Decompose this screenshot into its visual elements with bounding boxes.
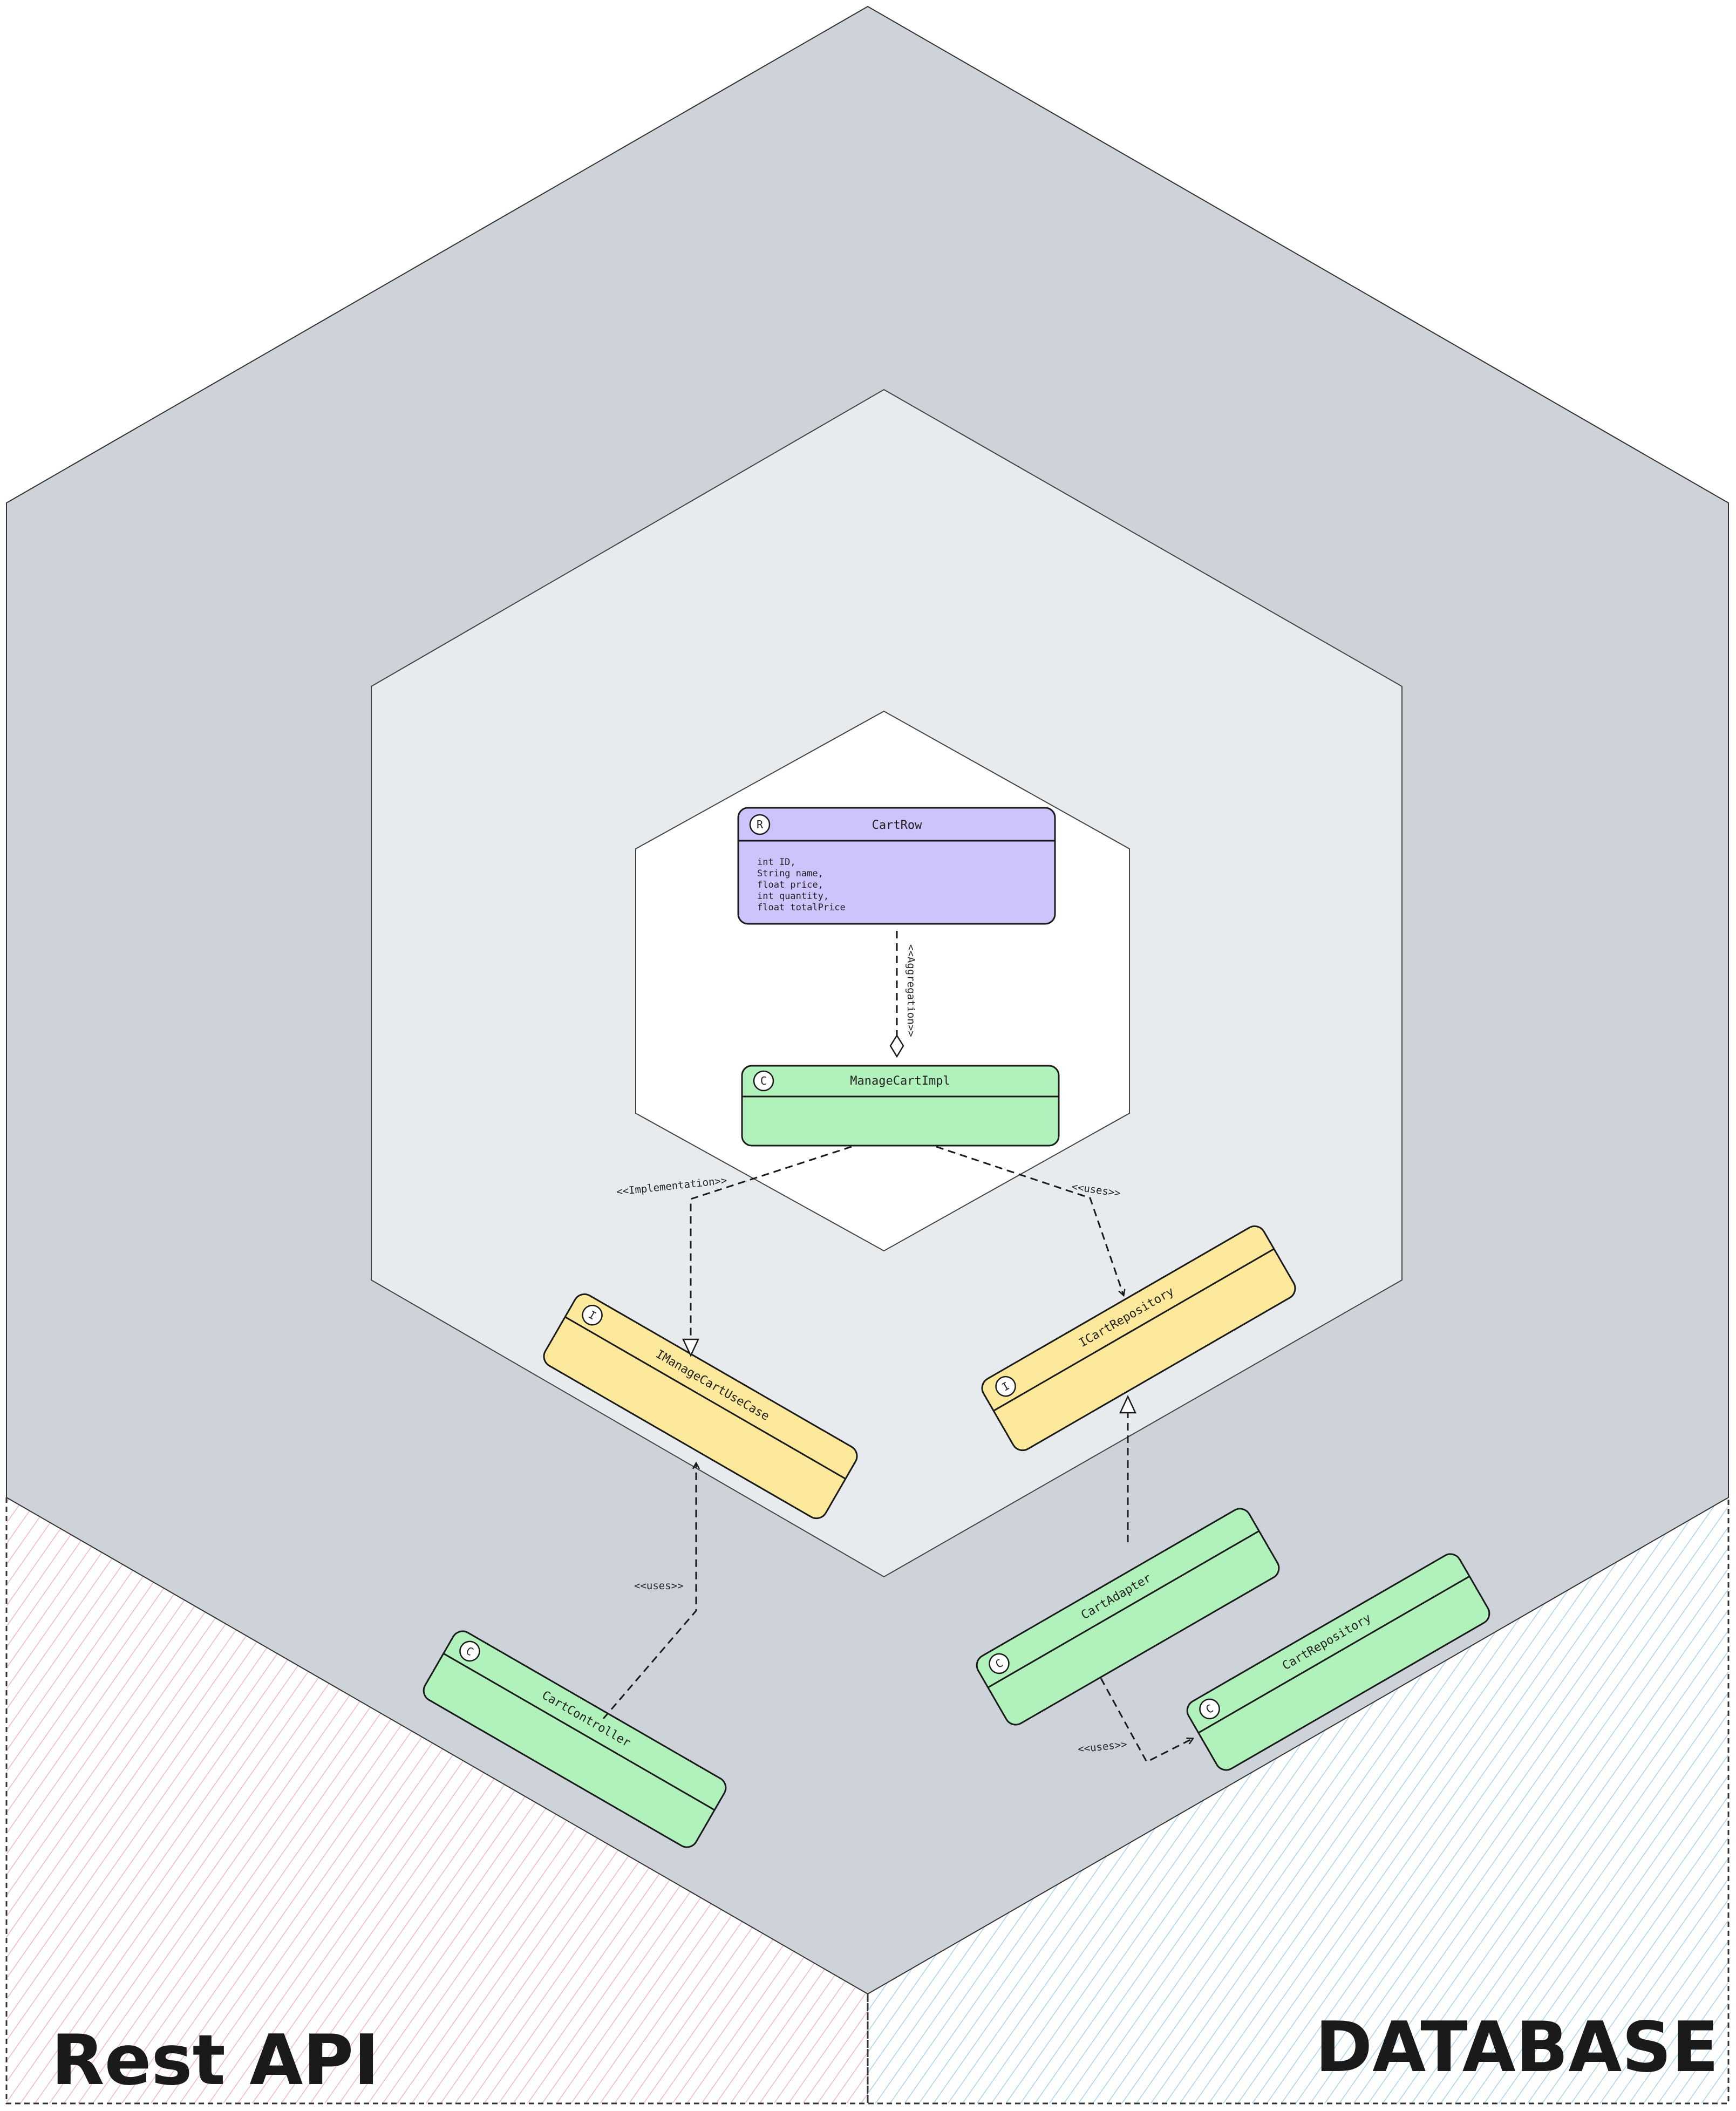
i-cart-repository-interface[interactable]: I ICartRepository (978, 1222, 1299, 1454)
cart-row-field: float totalPrice (757, 902, 846, 913)
uses-label-controller: <<uses>> (634, 1580, 684, 1592)
rest-api-zone (5, 1497, 869, 2105)
cart-row-field: float price, (757, 880, 823, 890)
uses-connector-impl-repository (936, 1146, 1124, 1295)
cart-row-class[interactable]: R CartRow int ID, String name, float pri… (737, 807, 1056, 925)
class-badge-letter: C (760, 1074, 767, 1087)
database-zone (867, 1497, 1730, 2105)
cart-row-name: CartRow (872, 819, 922, 832)
uses-connector-adapter-repository (1100, 1678, 1193, 1763)
interface-badge-icon (582, 1304, 603, 1326)
implementation-connector (682, 1146, 852, 1357)
aggregation-label: <<Aggregation>> (905, 944, 917, 1037)
cart-row-field: int quantity, (757, 891, 829, 902)
class-badge-icon (989, 1653, 1010, 1674)
cart-row-field: String name, (757, 868, 823, 879)
cart-adapter-class[interactable]: C CartAdapter (973, 1505, 1283, 1729)
cart-row-field: int ID, (757, 857, 796, 868)
database-label: DATABASE (1315, 2007, 1719, 2088)
class-badge-icon (459, 1640, 480, 1662)
uses-connector-controller (602, 1463, 696, 1719)
manage-cart-impl-class[interactable]: C ManageCartImpl (741, 1065, 1060, 1147)
interface-badge-icon (995, 1375, 1016, 1397)
class-badge-icon (753, 1070, 774, 1092)
manage-cart-impl-name: ManageCartImpl (850, 1074, 950, 1088)
rest-api-label: Rest API (51, 2020, 379, 2101)
record-badge-icon (749, 814, 771, 835)
class-badge-icon (1199, 1698, 1220, 1720)
record-badge-letter: R (757, 818, 764, 831)
